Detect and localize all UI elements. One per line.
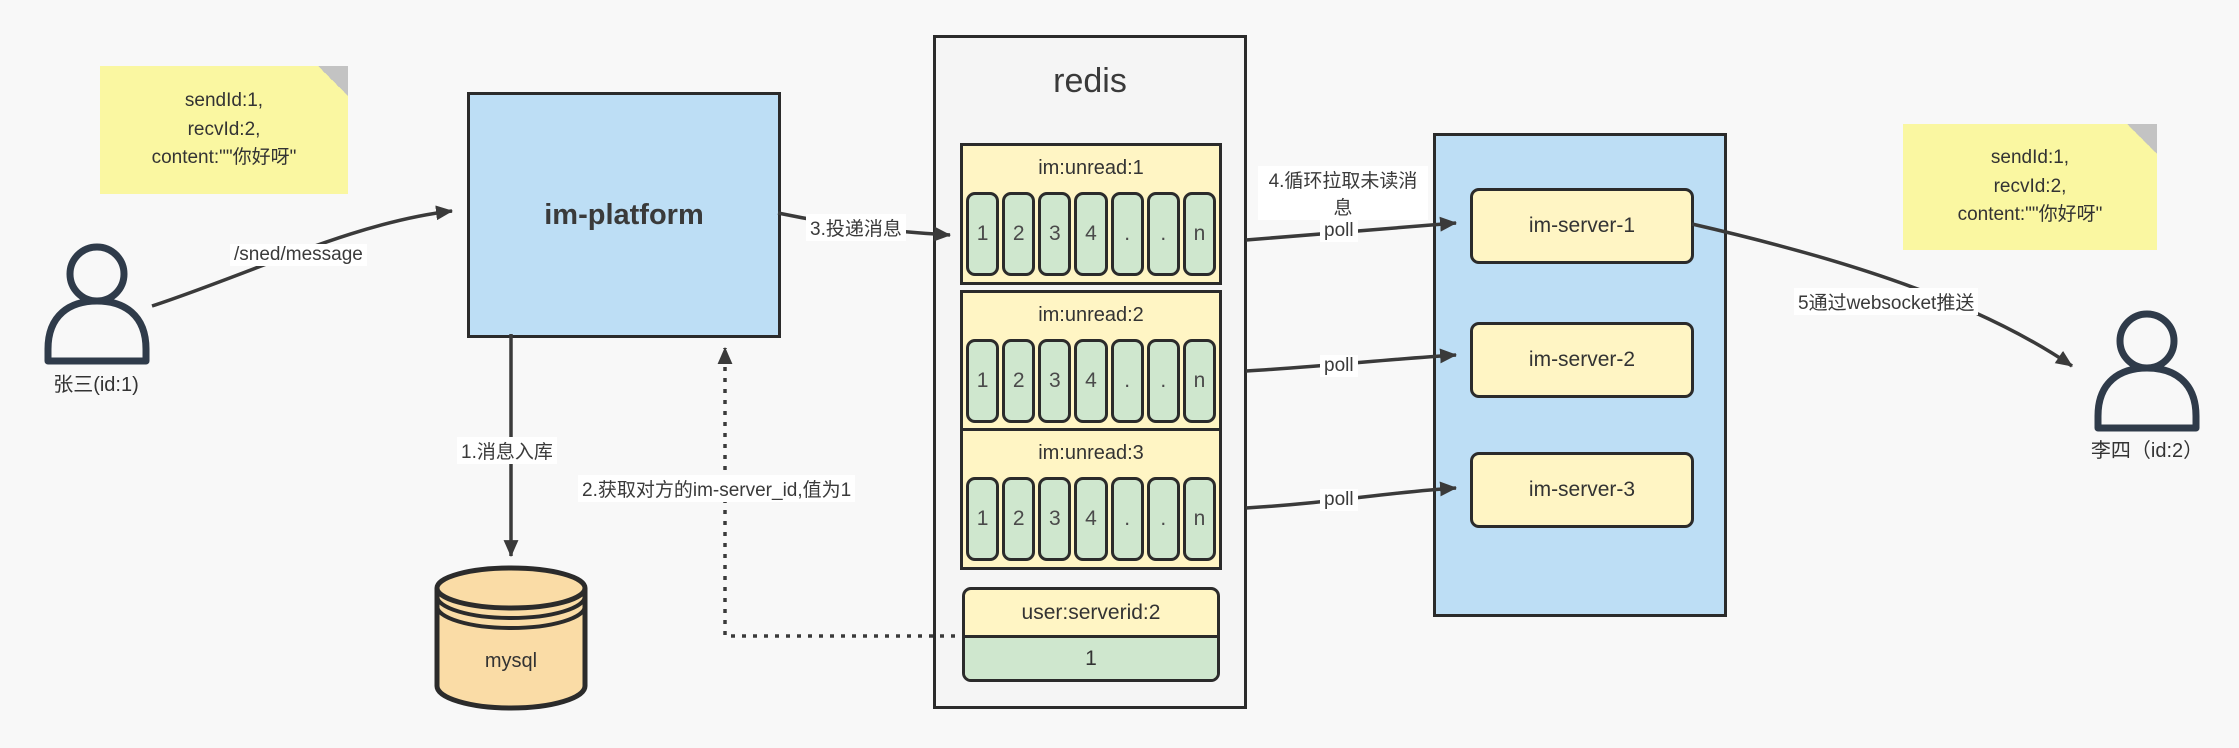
user-serverid-title: user:serverid:2 bbox=[965, 590, 1217, 638]
queue-title: im:unread:3 bbox=[1038, 441, 1144, 464]
queue-cell: 1 bbox=[966, 477, 1000, 561]
im-server-3-box: im-server-3 bbox=[1470, 452, 1694, 528]
im-server-1-label: im-server-1 bbox=[1528, 214, 1636, 237]
im-server-1-box: im-server-1 bbox=[1470, 188, 1694, 264]
edge-label-poll-2: poll bbox=[1320, 355, 1358, 377]
queue-cell: 4 bbox=[1074, 339, 1108, 423]
queue-cell: 2 bbox=[1002, 339, 1036, 423]
edge-label-lookup: 2.获取对方的im-server_id,值为1 bbox=[578, 475, 856, 502]
user-serverid-value: 1 bbox=[965, 638, 1217, 679]
queue-cell: 4 bbox=[1074, 477, 1108, 561]
queue-cell: 2 bbox=[1002, 477, 1036, 561]
queue-cell: n bbox=[1182, 339, 1216, 423]
im-server-2-box: im-server-2 bbox=[1470, 322, 1694, 398]
queue-cell: 1 bbox=[966, 192, 1000, 276]
note-fold-icon bbox=[2127, 124, 2157, 154]
queue-cell: . bbox=[1110, 477, 1144, 561]
queue-cells: 1 2 3 4 . . n bbox=[966, 339, 1216, 423]
queue-cell: . bbox=[1146, 477, 1180, 561]
note-line: recvId:2, bbox=[1993, 175, 2067, 197]
queue-cell: 1 bbox=[966, 339, 1000, 423]
queue-cell: 3 bbox=[1038, 339, 1072, 423]
sticky-note-right: sendId:1, recvId:2, content:""你好呀" bbox=[1903, 124, 2157, 250]
queue-cell: 4 bbox=[1074, 192, 1108, 276]
user-serverid-box: user:serverid:2 1 bbox=[962, 587, 1220, 682]
queue-cell: 3 bbox=[1038, 192, 1072, 276]
note-line: sendId:1, bbox=[1990, 147, 2070, 169]
note-line: content:""你好呀" bbox=[151, 147, 297, 169]
redis-queue-2: im:unread:2 1 2 3 4 . . n bbox=[960, 290, 1222, 432]
edge-label-push: 5通过websocket推送 bbox=[1794, 288, 1979, 315]
im-server-2-label: im-server-2 bbox=[1528, 348, 1636, 371]
redis-queue-1: im:unread:1 1 2 3 4 . . n bbox=[960, 143, 1222, 285]
queue-cells: 1 2 3 4 . . n bbox=[966, 192, 1216, 276]
sticky-note-left: sendId:1, recvId:2, content:""你好呀" bbox=[100, 66, 348, 194]
queue-cell: n bbox=[1182, 477, 1216, 561]
edge-label-send: /sned/message bbox=[230, 244, 367, 266]
im-platform-box: im-platform bbox=[467, 92, 781, 338]
edge-label-poll-3: poll bbox=[1320, 489, 1358, 511]
note-line: recvId:2, bbox=[187, 118, 261, 140]
edge-label-poll-1: poll bbox=[1320, 220, 1358, 242]
mysql-label: mysql bbox=[484, 650, 538, 672]
edge-label-store: 1.消息入库 bbox=[457, 437, 557, 464]
edge-label-deliver: 3.投递消息 bbox=[806, 214, 906, 241]
note-fold-icon bbox=[318, 66, 348, 96]
queue-cell: . bbox=[1110, 192, 1144, 276]
sender-label: 张三(id:1) bbox=[53, 374, 139, 396]
redis-queue-3: im:unread:3 1 2 3 4 . . n bbox=[960, 428, 1222, 570]
queue-cell: 2 bbox=[1002, 192, 1036, 276]
queue-cell: 3 bbox=[1038, 477, 1072, 561]
im-platform-label: im-platform bbox=[544, 198, 704, 231]
queue-title: im:unread:2 bbox=[1038, 303, 1144, 326]
queue-cell: . bbox=[1146, 339, 1180, 423]
person-icon bbox=[44, 243, 150, 365]
queue-cell: . bbox=[1110, 339, 1144, 423]
queue-cell: n bbox=[1182, 192, 1216, 276]
queue-cells: 1 2 3 4 . . n bbox=[966, 477, 1216, 561]
queue-title: im:unread:1 bbox=[1038, 156, 1144, 179]
queue-cell: . bbox=[1146, 192, 1180, 276]
note-line: content:""你好呀" bbox=[1957, 204, 2103, 226]
note-line: sendId:1, bbox=[184, 90, 264, 112]
edge-label-poll-caption: 4.循环拉取未读消息 bbox=[1258, 166, 1428, 220]
im-server-3-label: im-server-3 bbox=[1528, 478, 1636, 501]
mysql-cylinder-icon bbox=[434, 565, 588, 711]
receiver-label: 李四（id:2） bbox=[2090, 440, 2204, 462]
person-icon bbox=[2094, 310, 2200, 432]
redis-title: redis bbox=[1053, 62, 1127, 100]
